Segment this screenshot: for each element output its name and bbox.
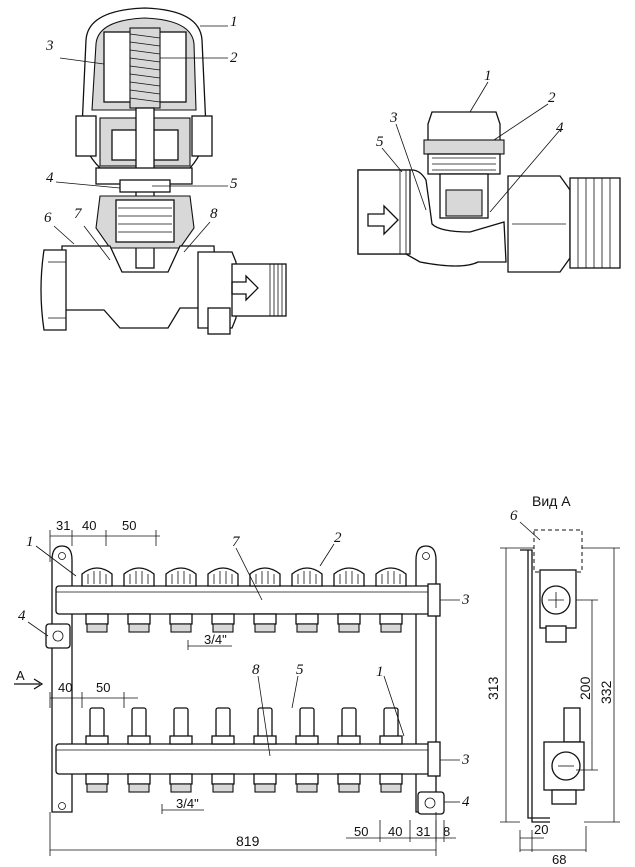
dim-68: 68 — [552, 852, 566, 867]
outlet — [295, 613, 319, 633]
callout-1: 1 — [484, 68, 492, 84]
flow-meters — [85, 707, 403, 745]
outlet — [295, 773, 319, 793]
dim-50: 50 — [96, 680, 110, 695]
callout-8: 8 — [210, 206, 218, 222]
dim-50: 50 — [354, 824, 368, 839]
manifold-front-view: 31 40 50 40 50 A 3/4" 3/4" 819 50 40 31 … — [14, 518, 470, 856]
handwheel — [249, 567, 281, 587]
thread-size-bottom: 3/4" — [176, 796, 199, 811]
handwheel — [123, 567, 155, 587]
handwheel — [333, 567, 365, 587]
outlet — [211, 773, 235, 793]
dim-overall-width: 819 — [236, 833, 260, 849]
dim-8: 8 — [443, 824, 450, 839]
outlet-fittings — [85, 613, 403, 633]
callout-4: 4 — [46, 170, 54, 186]
callout-7: 7 — [74, 206, 83, 222]
outlet — [379, 773, 403, 793]
thread-size-top: 3/4" — [204, 632, 227, 647]
side-view-a: Вид А 6 313 200 332 20 68 — [485, 493, 620, 867]
handwheel — [375, 567, 407, 587]
flowmeter — [127, 707, 151, 745]
spring-coil — [129, 27, 161, 109]
outlet — [253, 773, 277, 793]
callout-4: 4 — [462, 794, 470, 810]
handwheel — [81, 567, 113, 587]
callout-6: 6 — [510, 508, 518, 524]
callout-5: 5 — [296, 662, 304, 678]
dim-31: 31 — [416, 824, 430, 839]
dim-40: 40 — [388, 824, 402, 839]
callout-5: 5 — [230, 176, 238, 192]
callout-3: 3 — [461, 592, 470, 608]
flowmeter — [379, 707, 403, 745]
dim-40: 40 — [58, 680, 72, 695]
dim-200: 200 — [577, 676, 593, 700]
outlet — [169, 613, 193, 633]
handwheel — [291, 567, 323, 587]
callout-4: 4 — [556, 120, 564, 136]
outlet — [169, 773, 193, 793]
callout-2: 2 — [334, 530, 342, 546]
dim-313: 313 — [485, 676, 501, 700]
outlet — [253, 613, 277, 633]
valve-handwheels — [81, 567, 407, 587]
outlet — [127, 773, 151, 793]
thermostatic-valve-section: 1 2 3 4 5 6 7 8 — [40, 7, 287, 335]
outlet — [337, 773, 361, 793]
callout-2: 2 — [548, 90, 556, 106]
callout-3: 3 — [389, 110, 398, 126]
outlet — [379, 613, 403, 633]
dim-332: 332 — [598, 680, 614, 704]
callout-1: 1 — [376, 664, 384, 680]
dim-31: 31 — [56, 518, 70, 533]
dim-50: 50 — [122, 518, 136, 533]
flowmeter — [337, 707, 361, 745]
outlet — [211, 613, 235, 633]
flowmeter — [295, 707, 319, 745]
flowmeter — [211, 707, 235, 745]
callout-1: 1 — [26, 534, 34, 550]
view-a-title: Вид А — [532, 493, 571, 509]
callout-5: 5 — [376, 134, 384, 150]
flowmeter — [85, 707, 109, 745]
callout-3: 3 — [461, 752, 470, 768]
callout-6: 6 — [44, 210, 52, 226]
outlet — [127, 613, 151, 633]
outlet — [337, 613, 361, 633]
callout-4: 4 — [18, 608, 26, 624]
shutoff-valve-section: 1 2 3 4 5 — [357, 68, 621, 273]
outlet-fittings — [85, 773, 403, 793]
handwheel — [165, 567, 197, 587]
callout-1: 1 — [230, 14, 238, 30]
callout-3: 3 — [45, 38, 54, 54]
view-arrow-label: A — [16, 668, 25, 683]
callout-2: 2 — [230, 50, 238, 66]
outlet — [85, 773, 109, 793]
flowmeter — [169, 707, 193, 745]
callout-8: 8 — [252, 662, 260, 678]
callout-7: 7 — [232, 534, 241, 550]
outlet — [85, 613, 109, 633]
dim-20: 20 — [534, 822, 548, 837]
handwheel — [207, 567, 239, 587]
dim-40: 40 — [82, 518, 96, 533]
flowmeter — [253, 707, 277, 745]
